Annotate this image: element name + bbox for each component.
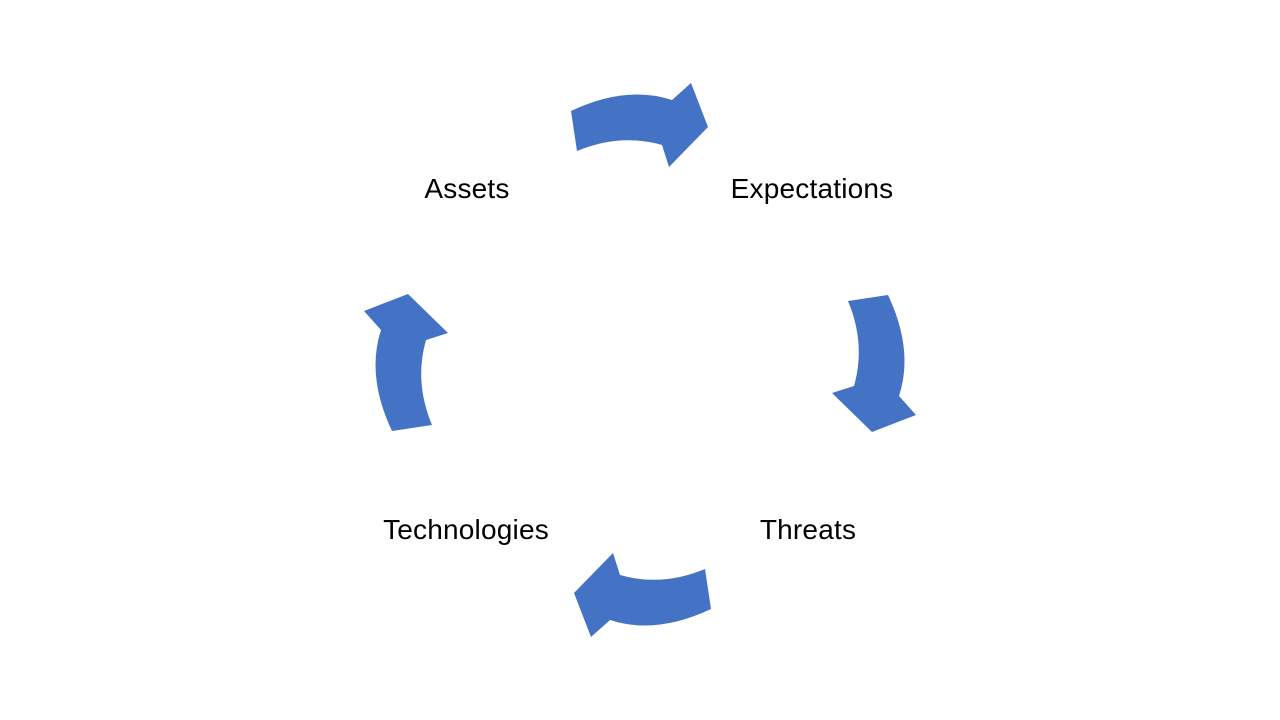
node-label-expectations: Expectations [730, 173, 894, 204]
node-label-assets: Assets [424, 173, 510, 204]
curved-arrow-down-icon [832, 292, 916, 432]
node-label-technologies: Technologies [383, 514, 549, 545]
curved-arrow-up-icon [364, 294, 448, 434]
curved-arrow-left-icon [574, 553, 714, 637]
curved-arrow-right-icon [568, 83, 708, 167]
node-label-threats: Threats [759, 514, 857, 545]
